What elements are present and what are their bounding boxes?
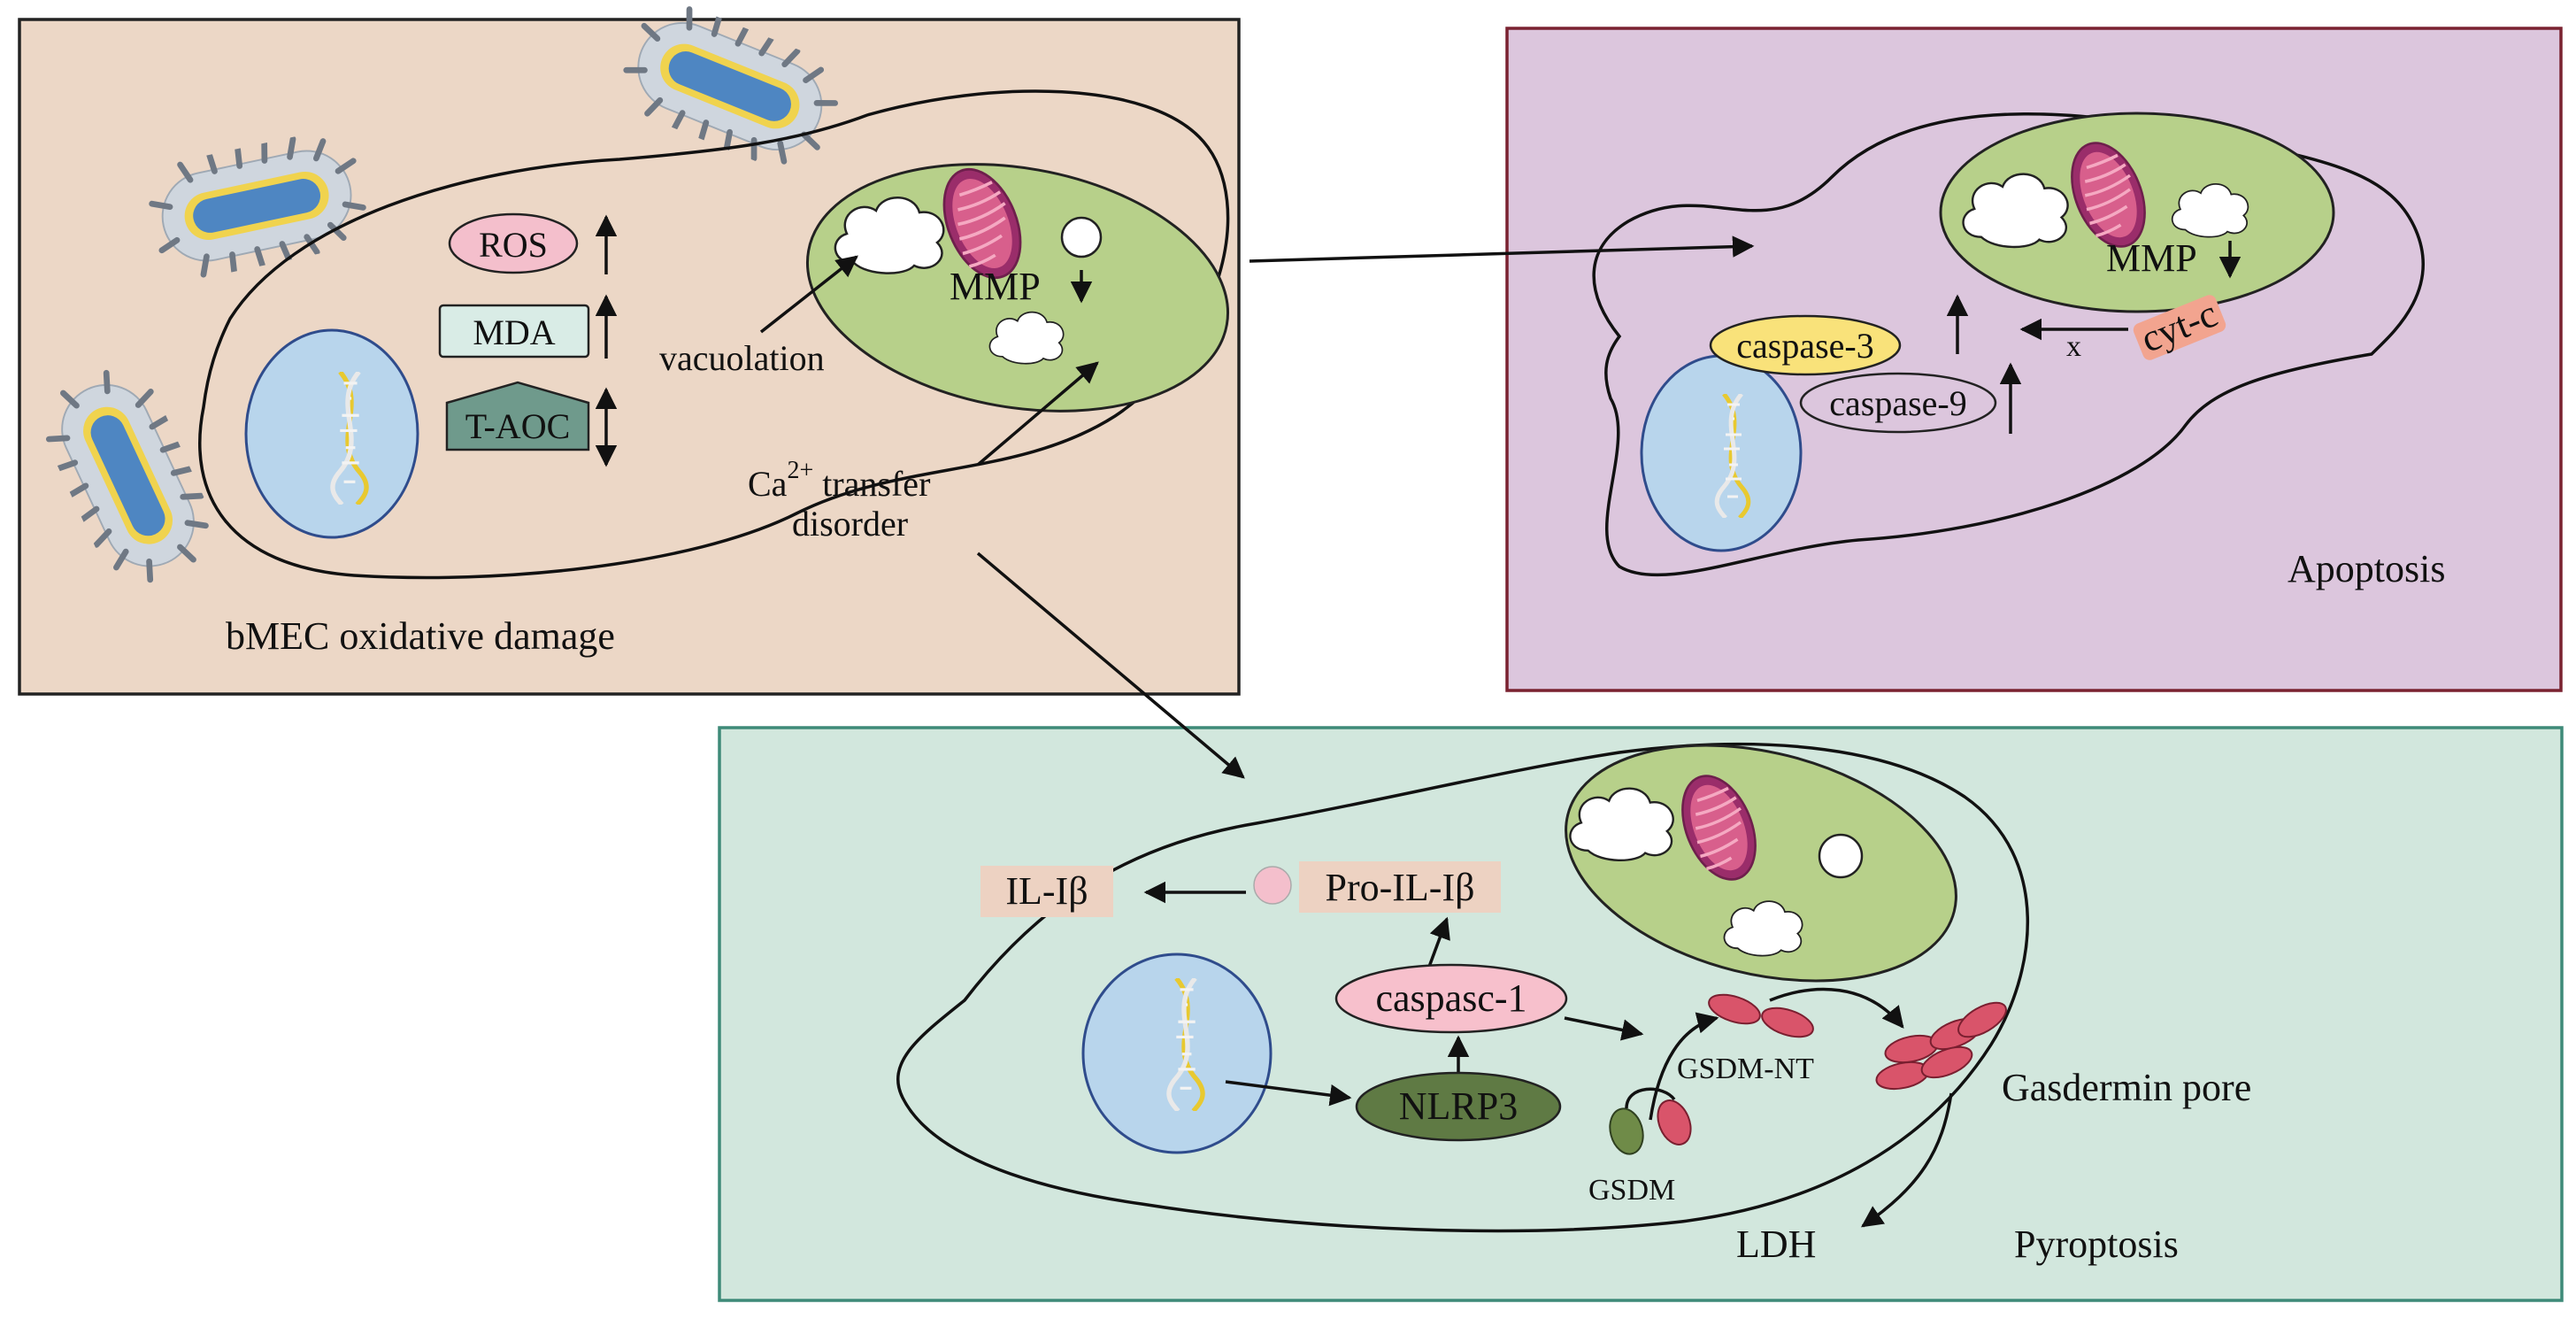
cell-membrane: [896, 742, 2030, 1233]
caspase1-label: caspasc-1: [1375, 976, 1526, 1020]
arrow-to-nlrp3: [1225, 1080, 1352, 1107]
panel-pyroptosis: IL-Iβ Pro-IL-Iβ caspasc-1 NLRP3 GSDM-NT: [718, 726, 2564, 1302]
ca-base: Ca: [748, 464, 788, 504]
ldh-label: LDH: [1736, 1223, 1816, 1266]
nlrp3-label: NLRP3: [1399, 1084, 1518, 1128]
ca-transfer: transfer: [813, 464, 930, 504]
arrow-up: [1427, 916, 1450, 968]
nucleus: [244, 328, 419, 539]
nucleus: [1640, 354, 1803, 552]
arrow-to-apoptosis: [1249, 235, 1755, 263]
gsdm-nt-icon: [1708, 993, 1761, 1025]
disorder-label: disorder: [792, 504, 908, 544]
proil1b-badge: [1299, 861, 1501, 913]
mmp-label: MMP: [950, 265, 1041, 308]
arrow-to-ldh: [1860, 1092, 1953, 1228]
caspase3-badge: [1709, 314, 1902, 376]
nlrp3-badge: [1355, 1071, 1562, 1142]
proil1b-label: Pro-IL-Iβ: [1326, 866, 1475, 909]
vesicle-icon: [1060, 216, 1103, 258]
ca-label: Ca2+ transfer: [748, 457, 930, 504]
panel1-caption: bMEC oxidative damage: [226, 614, 615, 658]
gsdm-linker: [1625, 1087, 1676, 1109]
caspase9-badge: [1799, 372, 1997, 434]
gsdm-nt-icon: [1957, 1001, 2007, 1038]
il1b-particle-icon: [1253, 866, 1292, 905]
taoc-badge: [445, 381, 590, 451]
gsdm-n-icon: [1657, 1099, 1692, 1145]
cell-membrane: [1592, 112, 2425, 577]
ca-superscript: 2+: [787, 457, 813, 484]
gsdm-nt-icon: [1920, 1045, 1973, 1079]
caspase3-label: caspase-3: [1736, 326, 1873, 366]
gsdmnt-label: GSDM-NT: [1677, 1053, 1814, 1085]
x-label: x: [2066, 330, 2081, 363]
ros-badge: [448, 212, 579, 274]
arrow-cleavage: [1649, 1012, 1719, 1121]
taoc-label: T-AOC: [465, 406, 571, 446]
arrow-to-gsdm: [1564, 1016, 1644, 1041]
pore-label: Gasdermin pore: [2002, 1066, 2251, 1109]
gsdm-nt-fragments: [1708, 993, 2007, 1091]
gsdm-nt-icon: [1761, 1007, 1814, 1038]
mda-badge: [438, 304, 590, 359]
nucleus: [1081, 953, 1273, 1154]
ros-label: ROS: [479, 225, 548, 265]
vacuolation-label: vacuolation: [659, 338, 825, 378]
caspase9-label: caspase-9: [1829, 383, 1966, 423]
arrow-to-pore: [1769, 987, 1904, 1029]
il1b-badge: [980, 866, 1113, 917]
panel2-caption: Apoptosis: [2288, 547, 2445, 590]
arrow-ca: [976, 361, 1099, 467]
gsdm-label: GSDM: [1588, 1174, 1675, 1207]
gsdm-c-icon: [1609, 1107, 1644, 1155]
il1b-label: IL-Iβ: [1005, 869, 1088, 913]
arrow-to-pyroptosis: [976, 552, 1245, 779]
mda-label: MDA: [473, 312, 555, 352]
caspase1-badge: [1334, 963, 1568, 1034]
panel-oxidative-damage: MMP ROS MDA T-AOC vacuolation Ca2+ trans…: [18, 0, 1241, 696]
arrow-vacuolation: [759, 255, 858, 334]
vesicle-icon: [1818, 833, 1864, 879]
panel-apoptosis: MMP cyt-c x caspase-3 caspase-9 Apoptosi…: [1505, 27, 2563, 692]
cytc-background: [2133, 295, 2226, 360]
mmp-label: MMP: [2106, 236, 2197, 280]
panel3-caption: Pyroptosis: [2014, 1223, 2179, 1266]
